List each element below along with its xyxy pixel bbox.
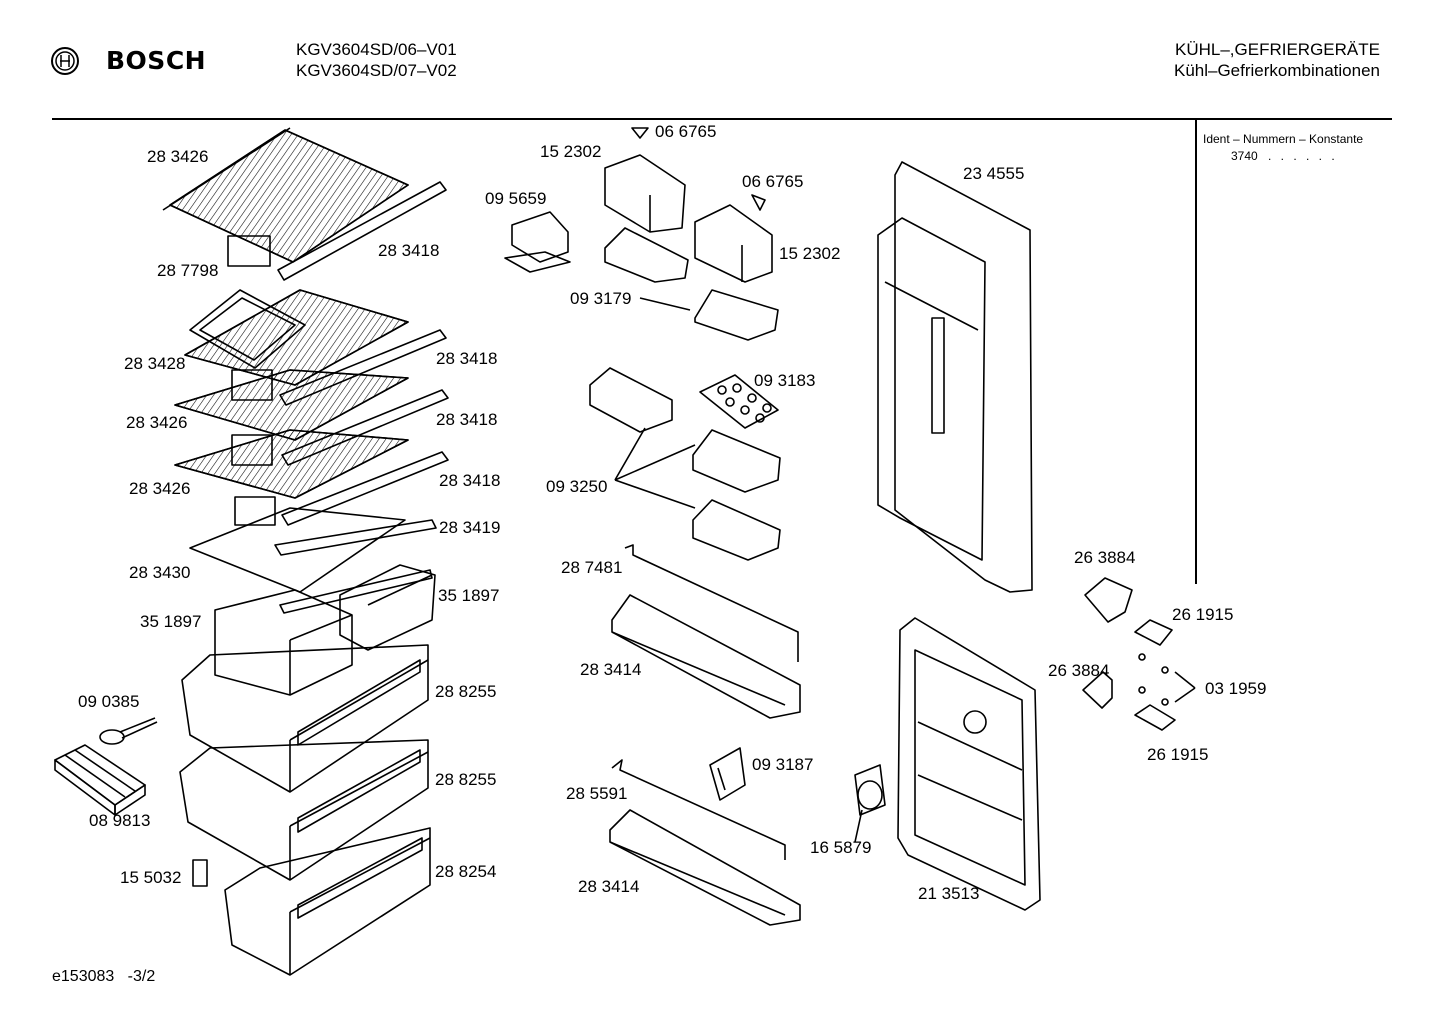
- part-label: 06 6765: [655, 122, 717, 141]
- part-label: 16 5879: [810, 838, 872, 857]
- pin-icon: [632, 128, 648, 138]
- part-label: 26 3884: [1074, 548, 1136, 567]
- part-label: 26 1915: [1172, 605, 1234, 624]
- part-label: 28 7798: [157, 261, 219, 280]
- part-label: 28 8255: [435, 682, 497, 701]
- part-label: 28 3426: [126, 413, 188, 432]
- shelf-trim-5: [275, 520, 436, 555]
- glass-shelf: [190, 508, 405, 592]
- hinge-lower: [1083, 672, 1112, 708]
- part-label: 09 3183: [754, 371, 816, 390]
- bottle-shelf-3: [693, 500, 780, 560]
- shelf-trim-4: [282, 452, 448, 525]
- part-label: 28 3418: [436, 349, 498, 368]
- part-label: 28 3426: [147, 147, 209, 166]
- part-label: 15 2302: [540, 142, 602, 161]
- drawing-reference: e153083 -3/2: [52, 968, 155, 986]
- model-number-2: KGV3604SD/07–V02: [296, 61, 457, 80]
- part-label: 09 3179: [570, 289, 632, 308]
- part-label: 03 1959: [1205, 679, 1267, 698]
- fridge-door: [878, 162, 1032, 592]
- bar-rail-1: [625, 545, 798, 662]
- ice-cube-tray: [55, 745, 145, 815]
- crisper-drawer-small-right: [340, 565, 435, 650]
- part-label: 28 5591: [566, 784, 628, 803]
- door-rack-2: [610, 810, 800, 925]
- part-label: 09 0385: [78, 692, 140, 711]
- ident-label: Ident – Nummern – Konstante: [1203, 132, 1364, 146]
- part-label: 23 4555: [963, 164, 1025, 183]
- part-label: 28 3418: [378, 241, 440, 260]
- crisper-drawer-small-left: [215, 590, 352, 695]
- hinge-bracket-lower: [1135, 705, 1175, 730]
- bottle-shelf-2: [693, 430, 780, 492]
- dairy-lid-1: [605, 155, 685, 232]
- dairy-tray-1: [605, 228, 688, 282]
- part-label: 15 5032: [120, 868, 182, 887]
- part-label: 28 3414: [578, 877, 640, 896]
- part-label: 28 3418: [436, 410, 498, 429]
- bar-rail-2: [612, 760, 785, 860]
- part-label: 35 1897: [438, 586, 500, 605]
- dairy-tray-2: [695, 290, 778, 340]
- part-label: 09 3250: [546, 477, 608, 496]
- category-subtitle: Kühl–Gefrierkombinationen: [1173, 61, 1380, 80]
- thin-trim: [280, 570, 432, 613]
- dairy-lid-2: [695, 205, 772, 282]
- part-label: 15 2302: [779, 244, 841, 263]
- small-clip: [193, 860, 207, 886]
- washers: [1139, 654, 1168, 705]
- freezer-drawer-1: [182, 645, 428, 792]
- ice-scoop: [100, 718, 157, 744]
- drawing-page: -3/2: [127, 968, 156, 985]
- bottle-divider: [710, 748, 745, 800]
- shelf-trim-1: [278, 182, 446, 280]
- part-label: 28 3418: [439, 471, 501, 490]
- thermostat-knob: [855, 765, 885, 815]
- header-divider: [52, 118, 1392, 120]
- part-label: 08 9813: [89, 811, 151, 830]
- brand-name: BOSCH: [106, 46, 207, 75]
- drawing-id: e153083: [52, 968, 115, 985]
- freezer-door: [898, 618, 1040, 910]
- wire-shelf-4: [175, 430, 408, 525]
- part-label: 26 1915: [1147, 745, 1209, 764]
- part-label: 28 3419: [439, 518, 501, 537]
- freezer-drawer-3: [225, 828, 430, 975]
- bosch-logo-icon: [51, 47, 79, 75]
- hinge-bracket-upper: [1135, 620, 1172, 645]
- part-label: 09 3187: [752, 755, 814, 774]
- part-label: 28 8254: [435, 862, 497, 881]
- category-title: KÜHL–,GEFRIERGERÄTE: [1175, 40, 1380, 59]
- part-label: 21 3513: [918, 884, 980, 903]
- egg-tray: [700, 375, 778, 428]
- part-label: 28 3414: [580, 660, 642, 679]
- ident-divider: [1195, 120, 1197, 584]
- part-label: 26 3884: [1048, 661, 1110, 680]
- part-label: 28 7481: [561, 558, 623, 577]
- door-rack-1: [612, 595, 800, 718]
- part-label: 28 3426: [129, 479, 191, 498]
- bottle-shelf-1: [590, 368, 672, 432]
- hinge-upper: [1085, 578, 1132, 622]
- freezer-drawer-2: [180, 740, 428, 880]
- screw-icon: [752, 195, 765, 210]
- part-label: 28 3430: [129, 563, 191, 582]
- ident-value: 3740: [1231, 149, 1258, 163]
- part-label: 09 5659: [485, 189, 547, 208]
- model-number-1: KGV3604SD/06–V01: [296, 40, 457, 59]
- part-label: 35 1897: [140, 612, 202, 631]
- butter-dish: [505, 212, 570, 272]
- wire-shelf-top: [163, 128, 408, 266]
- part-label: 06 6765: [742, 172, 804, 191]
- ident-dots: . . . . . .: [1268, 149, 1338, 163]
- part-label: 28 3428: [124, 354, 186, 373]
- part-label: 28 8255: [435, 770, 497, 789]
